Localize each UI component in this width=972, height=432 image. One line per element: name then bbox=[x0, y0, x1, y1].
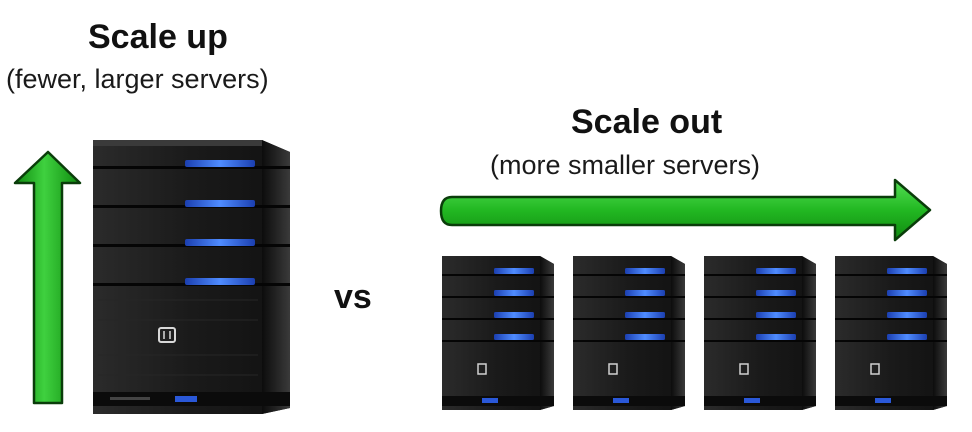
right-arrow-icon bbox=[439, 178, 932, 242]
large-server-icon bbox=[93, 140, 290, 414]
small-server-icon bbox=[704, 256, 816, 410]
up-arrow-icon bbox=[13, 150, 82, 405]
scale-out-subtitle: (more smaller servers) bbox=[490, 150, 761, 180]
small-servers-group bbox=[442, 256, 947, 410]
scale-up-title: Scale up bbox=[88, 18, 228, 56]
small-server-icon bbox=[573, 256, 685, 410]
vs-label: vs bbox=[334, 278, 372, 316]
scale-up-subtitle: (fewer, larger servers) bbox=[6, 64, 269, 94]
small-server-icon bbox=[442, 256, 554, 410]
hp-logo-icon bbox=[158, 327, 176, 343]
scale-out-title: Scale out bbox=[571, 103, 723, 141]
small-server-icon bbox=[835, 256, 947, 410]
